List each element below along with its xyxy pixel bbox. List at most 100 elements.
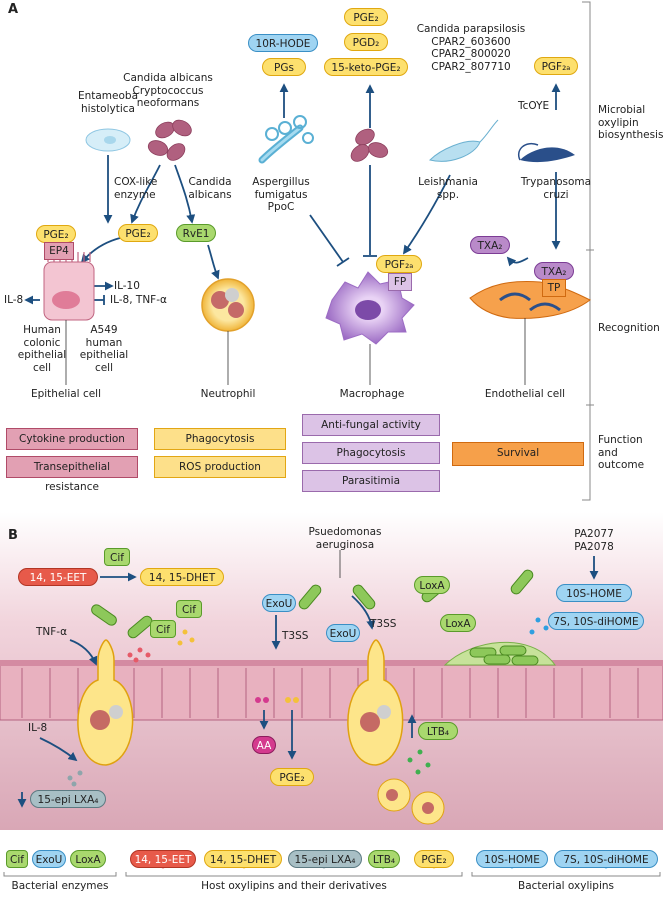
il8-label: IL-8 (4, 294, 24, 306)
ros-box: ROS production (154, 456, 286, 478)
pge2-candida-pill: PGE₂ (118, 224, 158, 242)
survival-box: Survival (452, 442, 584, 466)
legend-ltb4: LTB₄ (368, 850, 400, 868)
endothelial-shape (469, 281, 591, 385)
legend-epi-lxa4: 15-epi LXA₄ (288, 850, 362, 868)
legend-pge2: PGE₂ (414, 850, 454, 868)
neutrophil-shape (201, 278, 255, 385)
candida-yeast (147, 119, 192, 161)
exou-pill-2: ExoU (326, 624, 360, 642)
il8-b-label: IL-8 (28, 722, 48, 734)
legend-exou: ExoU (32, 850, 66, 868)
cif-pill-1: Cif (104, 548, 130, 566)
neutrophil-b-2 (347, 639, 404, 766)
panel-b-label: B (8, 528, 18, 543)
keto-pge2-pill: 15-keto-PGE₂ (324, 58, 408, 76)
legend-dhet: 14, 15-DHET (204, 850, 282, 868)
entameoba-cell (85, 128, 131, 152)
legend-host-label: Host oxylipins and their derivatives (201, 880, 387, 892)
pgd2-pill: PGD₂ (344, 33, 388, 51)
legend-eet: 14, 15-EET (130, 850, 196, 868)
biofilm (443, 642, 556, 666)
fp-receptor: FP (388, 273, 412, 291)
legend-cif: Cif (6, 850, 28, 868)
candida-yeast-2 (350, 128, 389, 162)
txa2-left-pill: TXA₂ (470, 236, 510, 254)
aa-pill: AA (252, 736, 276, 754)
macrophage-label: Macrophage (339, 388, 405, 400)
side-bracket (582, 1, 594, 501)
txa2-right-pill: TXA₂ (534, 262, 574, 280)
loxa-pill-2: LoxA (440, 614, 476, 632)
legend-loxa: LoxA (70, 850, 106, 868)
cytokine-box: Cytokine production (6, 428, 138, 450)
epithelial-cell-shape (43, 252, 95, 385)
dhet-pill: 14, 15-DHET (140, 568, 224, 586)
phagocytosis-purple-box: Phagocytosis (302, 442, 440, 464)
hode10r-pill: 10R-HODE (248, 34, 318, 52)
aspergillus-conidiophore (258, 115, 314, 164)
t3ss-label-1: T3SS (282, 630, 309, 642)
legend-brackets (3, 872, 661, 877)
trypanosoma-parasite (518, 143, 575, 163)
transepithelial-box: Transepithelial resistance (6, 456, 138, 493)
legend-enzymes-label: Bacterial enzymes (11, 880, 109, 892)
dihome-pill: 7S, 10S-diHOME (548, 612, 644, 630)
ep4-receptor: EP4 (44, 242, 74, 260)
antifungal-box: Anti-fungal activity (302, 414, 440, 436)
txa-arrow (506, 256, 529, 267)
cif-pill-3: Cif (150, 620, 176, 638)
epithelial-cell-label: Epithelial cell (30, 388, 102, 400)
panel-b-arrows (17, 556, 599, 808)
legend-home10s: 10S-HOME (476, 850, 548, 868)
pge2-b-pill: PGE₂ (270, 768, 314, 786)
tp-receptor: TP (542, 279, 566, 297)
epi-lxa4-pill: 15-epi LXA₄ (30, 790, 106, 808)
pgf2a-top-pill: PGF₂ₐ (534, 57, 578, 75)
molecule-dots (67, 617, 549, 787)
microvilli (0, 660, 663, 666)
endothelial-label: Endothelial cell (484, 388, 566, 400)
panel-a-label: A (8, 2, 19, 17)
legend-dihome: 7S, 10S-diHOME (554, 850, 658, 868)
eet-pill: 14, 15-EET (18, 568, 98, 586)
pge2-top-pill: PGE₂ (344, 8, 388, 26)
pgf2a-macrophage-pill: PGF₂ₐ (376, 255, 422, 273)
phagocytosis-yellow-box: Phagocytosis (154, 428, 286, 450)
neutrophil-b-1 (77, 639, 134, 766)
loxa-pill-1: LoxA (414, 576, 450, 594)
pgs-pill: PGs (262, 58, 306, 76)
cif-pill-2: Cif (176, 600, 202, 618)
pge2-epithelial-pill: PGE₂ (36, 225, 76, 243)
legend-oxylipins-label: Bacterial oxylipins (518, 880, 614, 892)
tnfa-label: TNF-α (36, 626, 68, 638)
neutrophil-label: Neutrophil (200, 388, 256, 400)
home10s-pill: 10S-HOME (556, 584, 632, 602)
il8-tnf-label: IL-8, TNF-α (110, 294, 167, 306)
panel-a-arrows (24, 83, 561, 305)
il10-label: IL-10 (114, 280, 140, 292)
tcoye-label: TcOYE (518, 100, 550, 112)
recognition-label: Recognition (598, 322, 660, 334)
t3ss-label-2: T3SS (370, 618, 397, 630)
rve1-pill: RvE1 (176, 224, 216, 242)
exou-pill-1: ExoU (262, 594, 296, 612)
parasitimia-box: Parasitimia (302, 470, 440, 492)
ltb4-pill: LTB₄ (418, 722, 458, 740)
leishmania-parasite (429, 119, 499, 162)
